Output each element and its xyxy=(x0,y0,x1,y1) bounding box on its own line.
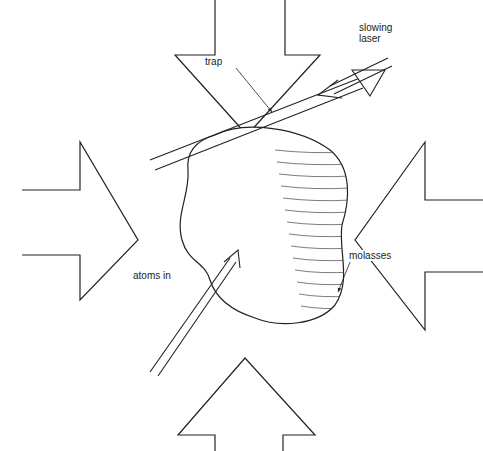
shading-stroke xyxy=(297,282,352,285)
shading-stroke xyxy=(295,270,352,273)
shading-stroke xyxy=(287,222,352,225)
leader-line xyxy=(338,262,350,292)
shading-stroke xyxy=(293,258,352,261)
shading-stroke xyxy=(285,210,352,213)
shading-stroke xyxy=(301,306,352,309)
slowing-laser-head xyxy=(318,80,342,98)
shading-stroke xyxy=(277,162,352,165)
shading-stroke xyxy=(289,234,352,237)
trap-beam-arrow xyxy=(178,358,315,451)
slowing-laser-beam xyxy=(330,58,392,94)
shading-stroke xyxy=(283,198,352,201)
trap-beam-arrow xyxy=(355,142,483,330)
shading-stroke xyxy=(291,246,352,249)
part-label: molasses xyxy=(348,250,410,261)
shading-stroke xyxy=(299,294,352,297)
beam-tube xyxy=(150,78,363,170)
trap-label: trap xyxy=(204,56,246,67)
trap-beam-arrow xyxy=(175,0,320,135)
atom-beam-head xyxy=(224,250,240,268)
trap-beam-arrow xyxy=(22,142,138,300)
beam-label: atoms in xyxy=(132,270,184,281)
leader-line xyxy=(236,68,272,112)
shading-stroke xyxy=(281,186,352,189)
beam-label: slowing laser xyxy=(358,22,406,44)
shading-stroke xyxy=(275,150,352,153)
shading xyxy=(275,150,352,309)
shading-stroke xyxy=(279,174,352,177)
